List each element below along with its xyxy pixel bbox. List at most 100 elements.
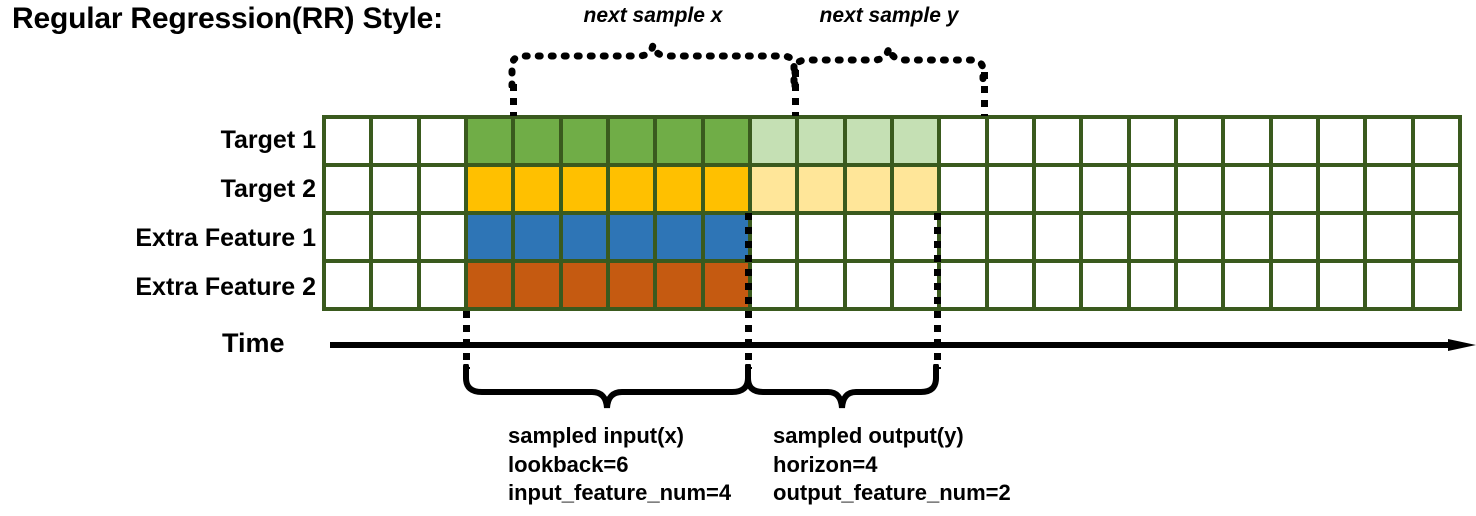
grid-cell-empty (373, 167, 417, 211)
grid-cell-output (751, 119, 796, 163)
grid-cell-input (609, 119, 654, 163)
sampled-input-line-3: input_feature_num=4 (508, 480, 732, 506)
grid-cell-empty (373, 119, 417, 163)
time-axis-arrow (330, 339, 1476, 351)
grid-cell-output (846, 167, 890, 211)
grid-cell-empty (1414, 167, 1458, 211)
grid-cell-empty (988, 215, 1032, 259)
caption-sampled-input: sampled input(x) lookback=6 input_featur… (508, 422, 731, 508)
grid-cell-empty (941, 119, 985, 163)
guide-input-output-boundary-mid (745, 213, 752, 311)
brace-next-sample-y (791, 46, 987, 88)
grid-cell-empty (1177, 215, 1222, 259)
grid-cell-input (704, 167, 748, 211)
guide-output-end-lower (934, 311, 941, 369)
grid-cell-empty (1130, 215, 1174, 259)
brace-sampled-output (745, 364, 939, 409)
grid-cell-input (609, 215, 654, 259)
grid-cell-input (562, 263, 606, 307)
grid-cell-empty (988, 119, 1032, 163)
grid-cell-empty (941, 167, 985, 211)
grid-cell-input (515, 263, 559, 307)
grid-cell-empty (326, 263, 370, 307)
grid-cell-empty (326, 215, 370, 259)
grid-cell-input (562, 119, 606, 163)
grid-cell-empty (1319, 215, 1364, 259)
grid-cell-input (609, 167, 654, 211)
guide-input-output-boundary-lower (745, 311, 752, 369)
grid-cell-input (704, 263, 748, 307)
grid-cell-empty (1083, 167, 1127, 211)
sampled-output-line-3: output_feature_num=2 (773, 480, 1011, 506)
grid-cell-output (893, 167, 938, 211)
grid-cell-input (467, 167, 512, 211)
grid-cell-empty (1367, 215, 1411, 259)
guide-input-output-boundary (792, 70, 799, 116)
timeseries-grid (322, 115, 1462, 311)
grid-cell-input (657, 167, 701, 211)
grid-cell-empty (1272, 263, 1316, 307)
brace-sampled-input (463, 364, 751, 409)
grid-cell-empty (1225, 215, 1269, 259)
grid-cell-empty (988, 167, 1032, 211)
grid-cell-empty (373, 263, 417, 307)
grid-row (326, 167, 1458, 211)
grid-cell-input (562, 215, 606, 259)
grid-cell-empty (1319, 167, 1364, 211)
grid-cell-empty (1177, 263, 1222, 307)
row-label-target-1: Target 1 (220, 126, 316, 154)
grid-cell-empty (941, 215, 985, 259)
grid-cell-input (704, 119, 748, 163)
sampled-output-line-1: sampled output(y) (773, 423, 964, 448)
grid-cell-empty (1319, 119, 1364, 163)
grid-cell-empty (1130, 263, 1174, 307)
grid-cell-empty (1130, 119, 1174, 163)
grid-cell-empty (1083, 215, 1127, 259)
grid-cell-output (799, 167, 843, 211)
grid-cell-empty (326, 167, 370, 211)
grid-cell-empty (420, 263, 464, 307)
grid-cell-empty (846, 263, 890, 307)
grid-cell-empty (1035, 263, 1080, 307)
grid-cell-empty (420, 215, 464, 259)
grid-cell-empty (846, 215, 890, 259)
grid-cell-empty (751, 215, 796, 259)
grid-cell-empty (1035, 119, 1080, 163)
grid-cell-output (893, 119, 938, 163)
grid-cell-empty (1414, 215, 1458, 259)
sampled-input-line-1: sampled input(x) (508, 423, 685, 448)
grid-cell-input (704, 215, 748, 259)
caption-next-sample-y: next sample y (819, 4, 959, 27)
grid-cell-empty (1177, 119, 1222, 163)
grid-cell-empty (1130, 167, 1174, 211)
grid-cell-empty (799, 263, 843, 307)
caption-next-sample-x: next sample x (583, 4, 723, 27)
grid-cell-empty (751, 263, 796, 307)
grid-cell-output (751, 167, 796, 211)
grid-cell-empty (1272, 167, 1316, 211)
grid-cell-empty (893, 263, 938, 307)
grid-cell-input (657, 215, 701, 259)
grid-cell-empty (799, 215, 843, 259)
grid-cell-input (515, 119, 559, 163)
row-label-target-2: Target 2 (220, 175, 316, 203)
grid-cell-empty (420, 167, 464, 211)
grid-cell-empty (1272, 119, 1316, 163)
grid-cell-empty (1319, 263, 1364, 307)
grid-cell-empty (1225, 119, 1269, 163)
grid-cell-empty (1367, 167, 1411, 211)
time-axis-label: Time (222, 328, 285, 358)
row-label-extra-feature-1: Extra Feature 1 (135, 224, 316, 252)
guide-output-end-mid (934, 213, 941, 311)
grid-cell-empty (1225, 167, 1269, 211)
grid-row (326, 215, 1458, 259)
grid-cell-empty (1367, 119, 1411, 163)
grid-cell-input (467, 215, 512, 259)
grid-row (326, 263, 1458, 307)
grid-cell-empty (1035, 215, 1080, 259)
grid-cell-input (562, 167, 606, 211)
caption-sampled-output: sampled output(y) horizon=4 output_featu… (773, 422, 1011, 508)
grid-cell-empty (1177, 167, 1222, 211)
grid-cell-empty (988, 263, 1032, 307)
sampled-input-line-2: lookback=6 (508, 451, 629, 477)
